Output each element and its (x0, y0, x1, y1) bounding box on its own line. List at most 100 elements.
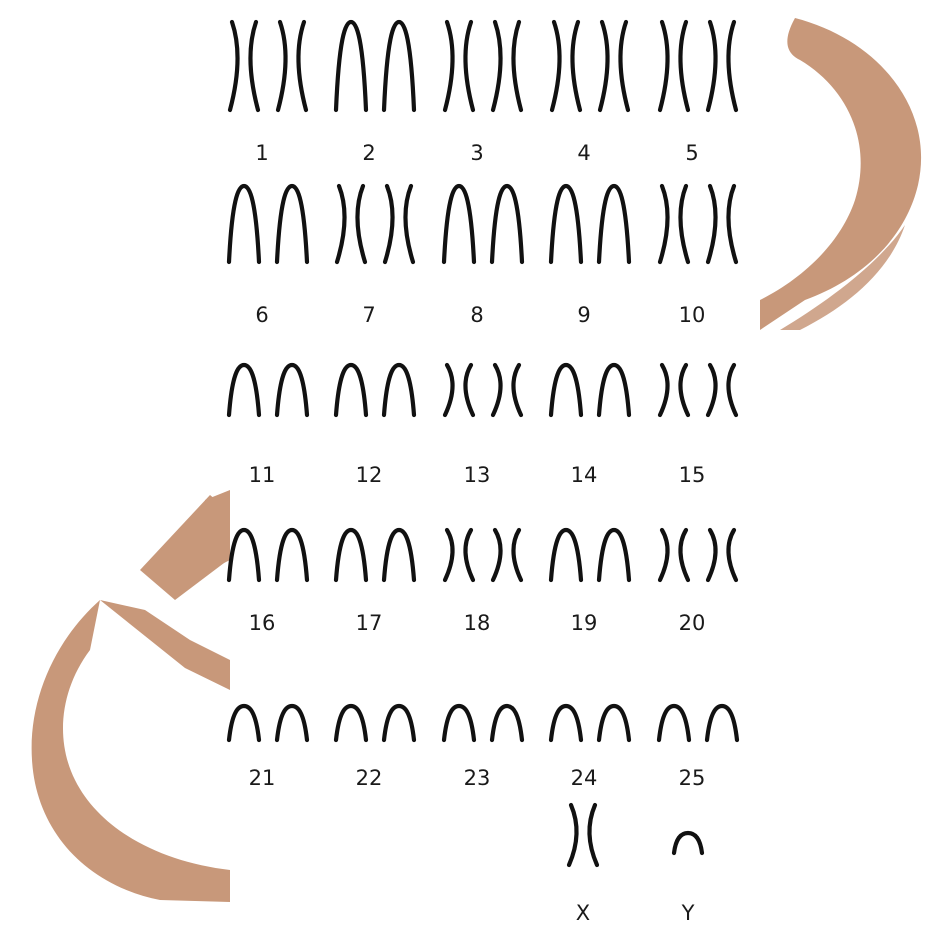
chromosome-pair-10: 10 (660, 186, 736, 327)
chromosome-pair-19: 19 (551, 530, 629, 635)
chromosome-pair-11: 11 (229, 365, 307, 487)
pair-label: 17 (356, 611, 383, 635)
pair-label: 11 (249, 463, 276, 487)
chromosome-pair-24: 24 (551, 706, 629, 790)
chromosome (599, 365, 629, 415)
chromosome (445, 530, 473, 580)
chromosome (708, 365, 736, 415)
pair-label: 2 (362, 141, 375, 165)
chromosome (337, 186, 365, 262)
chromosome (277, 365, 307, 415)
chromosome (599, 186, 629, 262)
pair-label: 5 (685, 141, 698, 165)
pair-label: 1 (255, 141, 268, 165)
chromosome-pair-25: 25 (659, 706, 737, 790)
chromosome-pair-7: 7 (337, 186, 413, 327)
chromosome (277, 186, 307, 262)
sex-label: Y (681, 901, 695, 925)
pair-label: 19 (571, 611, 598, 635)
chromosome (599, 706, 629, 740)
chromosome (445, 22, 473, 110)
chromosome-pair-21: 21 (229, 706, 307, 790)
chromosome (277, 530, 307, 580)
chromosome-pair-6: 6 (229, 186, 307, 327)
pair-label: 6 (255, 303, 268, 327)
pair-label: 22 (356, 766, 383, 790)
chromosome (660, 22, 688, 110)
chromosome (492, 186, 522, 262)
chromosome (569, 805, 597, 865)
chromosome-pair-12: 12 (336, 365, 414, 487)
chromosome-pair-14: 14 (551, 365, 629, 487)
pair-label: 20 (679, 611, 706, 635)
chromosome (277, 706, 307, 740)
chromosome (674, 833, 702, 853)
sex-label: X (576, 901, 590, 925)
chromosome-pair-3: 3 (445, 22, 521, 165)
chromosome (660, 186, 688, 262)
chromosome-pair-23: 23 (444, 706, 522, 790)
chromosome (599, 530, 629, 580)
chromosome-pair-5: 5 (660, 22, 736, 165)
chromosome-pair-18: 18 (445, 530, 521, 635)
chromosome (278, 22, 306, 110)
chromosome (336, 365, 366, 415)
chromosome-pair-13: 13 (445, 365, 521, 487)
pair-label: 21 (249, 766, 276, 790)
chromosome (708, 186, 736, 262)
pair-label: 4 (577, 141, 590, 165)
chromosome (707, 706, 737, 740)
chromosome (229, 706, 259, 740)
chromosome-pair-2: 2 (336, 22, 414, 165)
pair-label: 14 (571, 463, 598, 487)
chromosome (493, 530, 521, 580)
pair-label: 12 (356, 463, 383, 487)
pair-label: 8 (470, 303, 483, 327)
chromosome (552, 22, 580, 110)
chromosome-pair-17: 17 (336, 530, 414, 635)
chromosome (708, 22, 736, 110)
chromosome (444, 186, 474, 262)
pair-label: 25 (679, 766, 706, 790)
chromosome (384, 365, 414, 415)
pair-label: 18 (464, 611, 491, 635)
chromosome (385, 186, 413, 262)
pair-label: 24 (571, 766, 598, 790)
chromosome (551, 530, 581, 580)
chromosome-pair-8: 8 (444, 186, 522, 327)
chromosome (336, 22, 366, 110)
chromosome-pair-16: 16 (229, 530, 307, 635)
sex-chromosome-X: X (569, 805, 597, 925)
chromosome (493, 365, 521, 415)
chromosome (551, 365, 581, 415)
chromosome (660, 530, 688, 580)
chromosome (660, 365, 688, 415)
pair-label: 10 (679, 303, 706, 327)
chromosome-pair-20: 20 (660, 530, 736, 635)
pair-label: 23 (464, 766, 491, 790)
chromosome (708, 530, 736, 580)
chromosome (444, 706, 474, 740)
chromosome-pair-22: 22 (336, 706, 414, 790)
pair-label: 3 (470, 141, 483, 165)
chromosome (384, 22, 414, 110)
chromosome (600, 22, 628, 110)
pair-label: 13 (464, 463, 491, 487)
chromosome (336, 706, 366, 740)
chromosome (229, 186, 259, 262)
sex-chromosome-Y: Y (674, 833, 702, 925)
chromosome-pair-1: 1 (230, 22, 306, 165)
chromosome (229, 365, 259, 415)
chromosome (336, 530, 366, 580)
chromosome (229, 530, 259, 580)
chromosome (384, 530, 414, 580)
chromosome-pair-9: 9 (551, 186, 629, 327)
chromosome (230, 22, 258, 110)
chromosome-pair-4: 4 (552, 22, 628, 165)
chromosome (551, 706, 581, 740)
chromosome (659, 706, 689, 740)
pair-label: 9 (577, 303, 590, 327)
chromosome (384, 706, 414, 740)
pair-label: 15 (679, 463, 706, 487)
